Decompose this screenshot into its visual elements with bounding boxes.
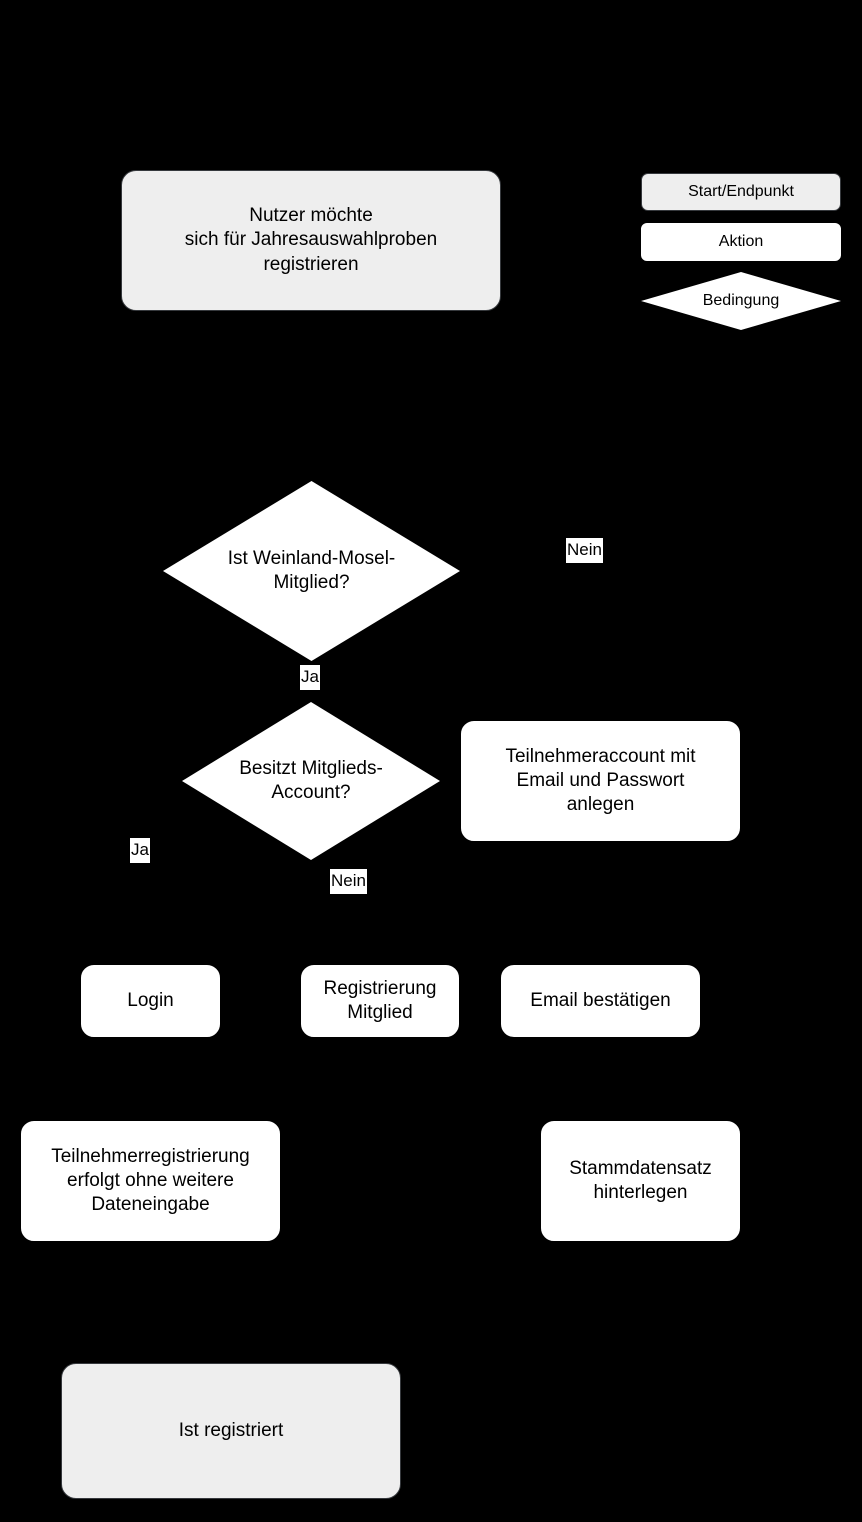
edge-master-data-to-end [231,1241,641,1311]
node-decision-account[interactable]: Besitzt Mitglieds- Account? [182,702,440,860]
node-confirm-email-label: Email bestätigen [530,989,671,1011]
edge-label-account-nein: Nein [330,869,367,894]
node-master-data-label: Stammdatensatz hinterlegen [569,1157,712,1203]
node-register-member-label: Registrierung Mitglied [323,977,437,1023]
edge-label-member-ja: Ja [300,665,320,690]
node-confirm-email[interactable]: Email bestätigen [501,965,700,1037]
decision-account-shape [182,702,440,860]
edge-no-more-data-to-end [149,1241,232,1363]
legend-item-aktion: Aktion [641,223,841,261]
node-end[interactable]: Ist registriert [61,1363,401,1499]
edge-account-ja-to-login [149,780,182,965]
node-register-member[interactable]: Registrierung Mitglied [301,965,459,1037]
legend-item-bedingung: Bedingung [641,272,841,330]
node-no-more-data-label: Teilnehmerregistrierung erfolgt ohne wei… [51,1145,250,1216]
node-end-label: Ist registriert [178,1419,284,1441]
node-master-data[interactable]: Stammdatensatz hinterlegen [541,1121,740,1241]
node-login-label: Login [127,989,174,1011]
edge-member-nein-to-create-account [460,570,601,721]
legend-diamond-shape [641,272,841,330]
node-create-account-label: Teilnehmeraccount mit Email und Passwort… [505,745,696,816]
node-decision-member[interactable]: Ist Weinland-Mosel- Mitglied? [163,481,460,661]
edge-label-account-ja: Ja [130,838,150,863]
legend-label-start-endpunkt: Start/Endpunkt [688,183,794,200]
legend-label-aktion: Aktion [718,233,764,250]
node-login[interactable]: Login [81,965,220,1037]
edge-label-member-nein: Nein [566,538,603,563]
node-start-label: Nutzer möchte sich für Jahresauswahlprob… [184,205,438,275]
node-no-more-data[interactable]: Teilnehmerregistrierung erfolgt ohne wei… [21,1121,280,1241]
node-start[interactable]: Nutzer möchte sich für Jahresauswahlprob… [121,170,501,311]
legend-item-start-endpunkt: Start/Endpunkt [641,173,841,211]
edge-register-to-master-data [379,1037,641,1121]
decision-member-shape [163,481,460,661]
node-create-account[interactable]: Teilnehmeraccount mit Email und Passwort… [461,721,740,841]
